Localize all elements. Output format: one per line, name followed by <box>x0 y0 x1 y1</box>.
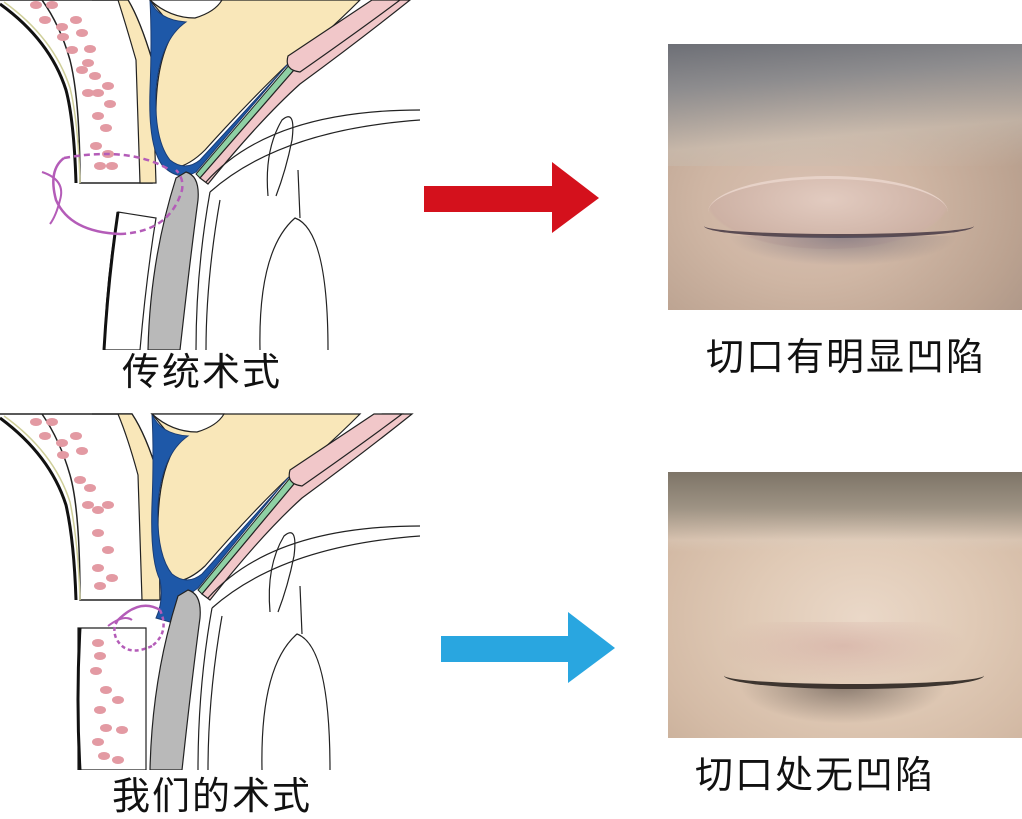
lower-lashes <box>728 236 958 266</box>
arrow-right-icon <box>424 162 599 233</box>
caption-our-technique: 我们的术式 <box>112 774 313 818</box>
eyebrow <box>668 44 1022 167</box>
diagram-our-eyelid-cross-section <box>0 410 420 770</box>
caption-traditional-technique: 传统术式 <box>122 350 283 394</box>
arrow-right-icon <box>441 612 615 683</box>
photo-result-our-technique <box>668 472 1022 738</box>
lower-lashes <box>738 684 948 724</box>
caption-result-our-technique: 切口处无凹陷 <box>695 753 936 797</box>
lash-line <box>704 214 974 238</box>
caption-result-traditional: 切口有明显凹陷 <box>706 335 987 379</box>
eyebrow <box>668 472 1022 552</box>
photo-result-traditional <box>668 44 1022 310</box>
diagram-traditional-eyelid-cross-section <box>0 0 420 350</box>
